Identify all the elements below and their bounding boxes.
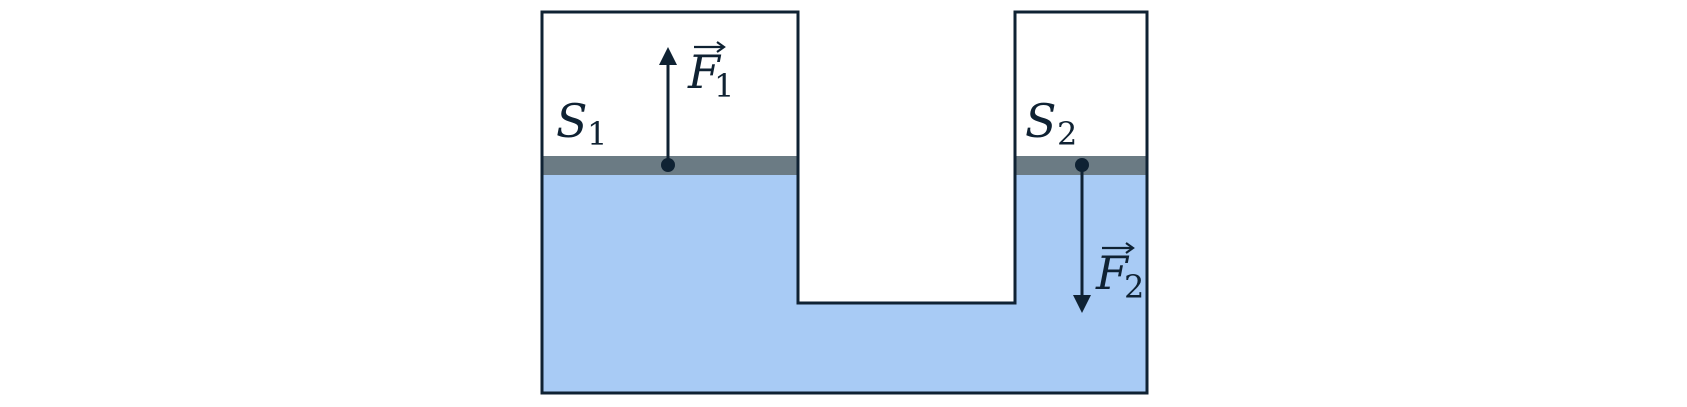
force-vector-f1-arrowhead	[659, 47, 677, 65]
label-f2-subscript: 2	[1124, 268, 1144, 306]
vector-arrow-icon	[694, 41, 726, 53]
fluid-region	[542, 175, 1147, 393]
application-point-right	[1075, 158, 1089, 172]
label-s2-letter: S	[1025, 94, 1057, 148]
vector-arrow-icon	[1102, 242, 1135, 254]
label-s1-letter: S	[556, 94, 588, 148]
label-f1-subscript: 1	[714, 67, 734, 105]
label-f1-letter: F	[687, 45, 722, 99]
vessel-outline	[540, 10, 1149, 395]
force-vector-f2-arrowhead	[1073, 295, 1091, 313]
label-s2-subscript: 2	[1057, 115, 1077, 153]
label-f2-letter: F	[1095, 246, 1130, 300]
label-f1: F 1	[687, 41, 734, 105]
label-f2: F 2	[1095, 242, 1144, 306]
label-s1-subscript: 1	[587, 115, 607, 153]
label-s2: S 2	[1025, 94, 1077, 153]
label-s1: S 1	[556, 94, 607, 153]
application-point-left	[661, 158, 675, 172]
